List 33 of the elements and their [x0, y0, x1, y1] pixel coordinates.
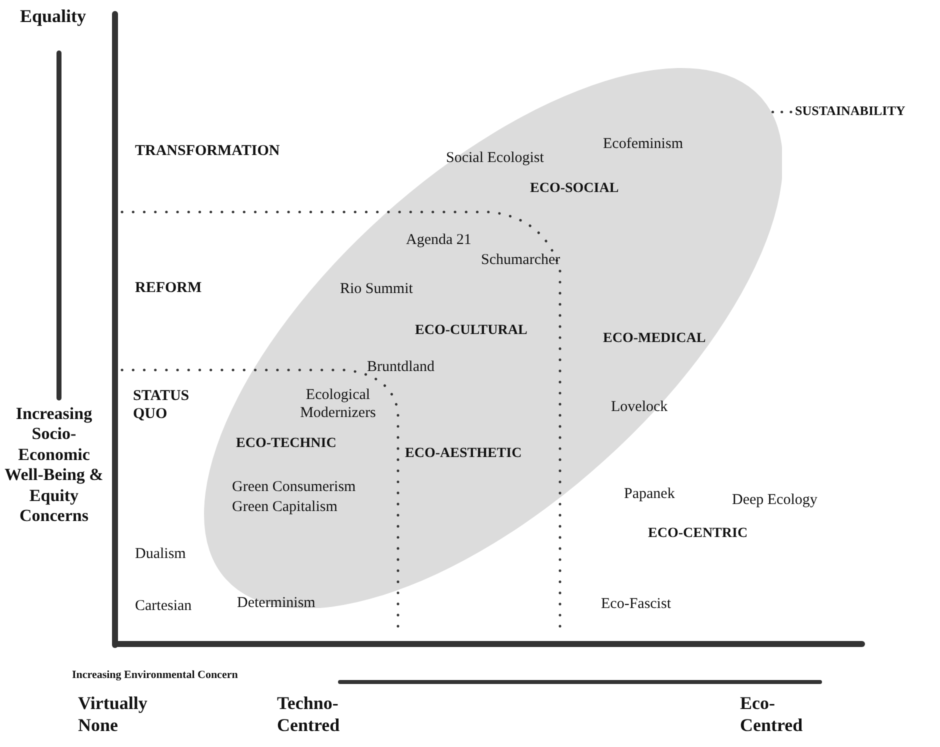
category-label: ECO-AESTHETIC — [405, 446, 522, 463]
axis-label: Virtually None — [78, 693, 148, 736]
concept-label: Determinism — [237, 594, 316, 612]
axis-label: REFORM — [135, 279, 202, 297]
concept-label: Cartesian — [135, 597, 192, 615]
concept-label: Agenda 21 — [406, 231, 472, 249]
axis-label: Increasing Environmental Concern — [72, 669, 238, 682]
axis-label: STATUS QUO — [133, 387, 190, 423]
concept-label: Papanek — [624, 485, 675, 503]
concept-label: Bruntdland — [367, 358, 434, 376]
leader-line — [770, 110, 792, 114]
concept-label: Green Consumerism — [232, 478, 356, 496]
concept-label: Social Ecologist — [446, 149, 544, 167]
concept-label: Dualism — [135, 545, 186, 563]
axis-label: TRANSFORMATION — [135, 142, 280, 160]
concept-label: Schumarcher — [481, 251, 560, 269]
concept-label: Ecofeminism — [603, 135, 683, 153]
concept-label: Green Capitalism — [232, 498, 338, 516]
axis-label: Increasing Socio-Economic Well-Being & Equity Concerns — [4, 404, 104, 526]
category-label: ECO-TECHNIC — [236, 436, 336, 453]
sustainability-label: SUSTAINABILITY — [795, 103, 906, 119]
axis-label: Techno-Centred — [277, 693, 341, 736]
concept-label: Eco-Fascist — [601, 595, 671, 613]
concept-label: Ecological Modernizers — [299, 386, 377, 422]
category-label: ECO-CULTURAL — [415, 323, 528, 340]
concept-label: Deep Ecology — [732, 491, 818, 509]
concept-label: Rio Summit — [340, 280, 413, 298]
category-label: ECO-SOCIAL — [530, 181, 619, 198]
axis-label: Equality — [20, 6, 86, 28]
axis-label: Eco-Centred — [740, 693, 804, 736]
category-label: ECO-MEDICAL — [603, 331, 706, 348]
category-label: ECO-CENTRIC — [648, 526, 748, 543]
concept-label: Lovelock — [611, 398, 668, 416]
